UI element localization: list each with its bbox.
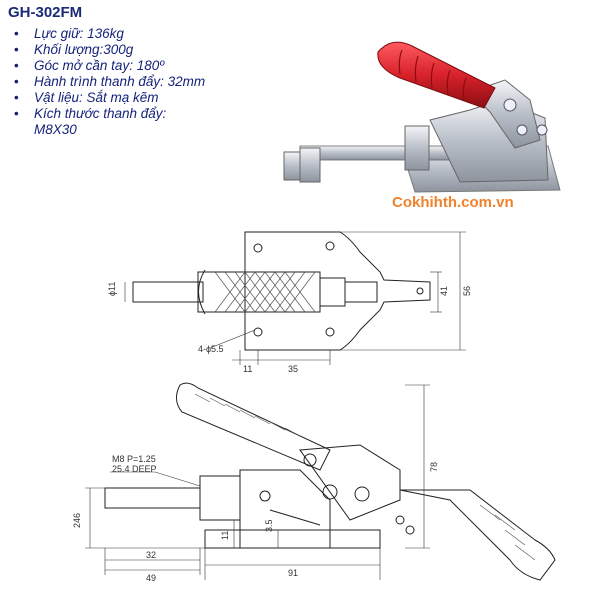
spec-list: •Lực giữ: 136kg •Khối lượng:300g •Góc mở… [14, 26, 205, 138]
spec-item: •Khối lượng:300g [14, 42, 134, 57]
dim-35: 35 [288, 364, 298, 374]
dim-11-side: 11 [220, 531, 230, 540]
spec-item: •Hành trình thanh đẩy: 32mm [14, 74, 206, 89]
dim-11-top: 11 [243, 364, 252, 374]
thread-note-2: 25.4 DEEP [112, 464, 157, 474]
dim-32: 32 [146, 550, 156, 560]
dim-78: 78 [429, 462, 439, 472]
spec-item: •Góc mở cần tay: 180º [14, 58, 165, 73]
dim-49: 49 [146, 573, 156, 583]
spec-item: •Vật liệu: Sắt mạ kẽm [14, 90, 159, 105]
spec-item: •Kích thước thanh đẩy:M8X30 [14, 106, 167, 137]
dim-rod-dia: ϕ11 [107, 282, 117, 296]
product-title: GH-302FM [8, 4, 83, 21]
thread-note-1: M8 P=1.25 [112, 454, 156, 464]
dim-91: 91 [288, 568, 298, 578]
dim-3-5: 3.5 [264, 519, 274, 532]
dim-246: 246 [72, 513, 82, 528]
dim-56: 56 [462, 286, 472, 296]
dim-41: 41 [439, 286, 449, 296]
dim-holes: 4-ϕ5.5 [198, 344, 224, 354]
watermark-text: Cokhihth.com.vn [392, 194, 514, 211]
spec-item: •Lực giữ: 136kg [14, 26, 124, 41]
